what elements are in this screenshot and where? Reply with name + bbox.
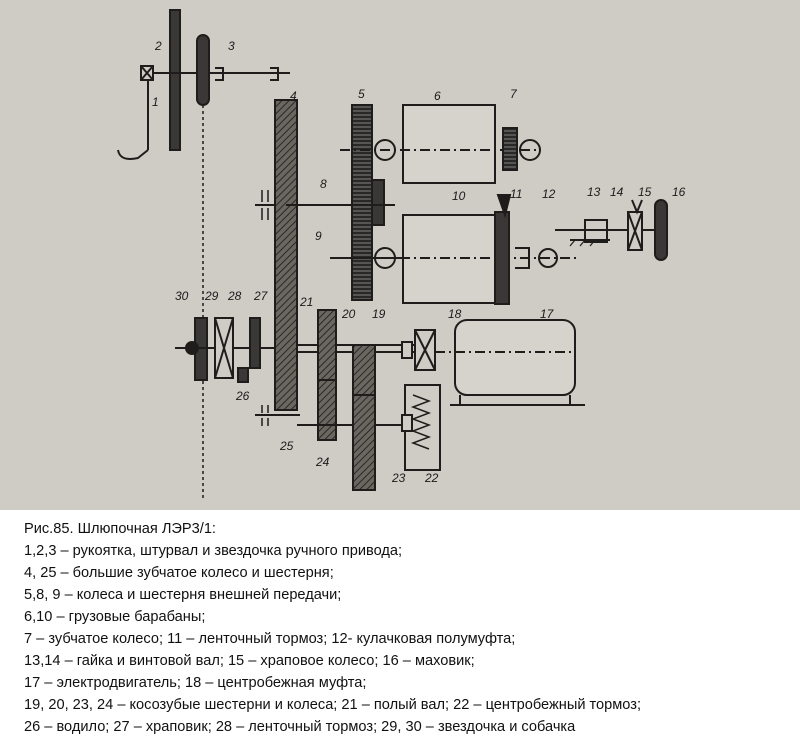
nut-13 bbox=[569, 219, 610, 247]
label-15: 15 bbox=[638, 185, 652, 199]
band-brake-11 bbox=[494, 194, 512, 305]
label-4: 4 bbox=[290, 89, 297, 103]
helical-gear-23 bbox=[352, 394, 376, 491]
label-12: 12 bbox=[542, 187, 556, 201]
label-5: 5 bbox=[358, 87, 365, 101]
caption-line: 19, 20, 23, 24 – косозубые шестерни и ко… bbox=[24, 697, 642, 713]
caption-line: 7 – зубчатое колесо; 11 – ленточный торм… bbox=[24, 631, 516, 647]
band-brake-28 bbox=[214, 317, 234, 379]
label-1: 1 bbox=[152, 95, 159, 109]
drum-10 bbox=[340, 214, 580, 304]
label-23: 23 bbox=[391, 471, 406, 485]
label-24: 24 bbox=[315, 455, 330, 469]
label-28: 28 bbox=[227, 289, 242, 303]
label-21: 21 bbox=[299, 295, 313, 309]
caption-line: 4, 25 – большие зубчатое колесо и шестер… bbox=[24, 565, 334, 581]
label-20: 20 bbox=[341, 307, 356, 321]
figure-caption: Рис.85. Шлюпочная ЛЭР3/1: 1,2,3 – рукоят… bbox=[24, 518, 794, 738]
caption-line: 13,14 – гайка и винтовой вал; 15 – храпо… bbox=[24, 653, 475, 669]
label-7: 7 bbox=[510, 87, 518, 101]
caption-line: 5,8, 9 – колеса и шестерня внешней перед… bbox=[24, 587, 342, 603]
electric-motor-17 bbox=[435, 319, 585, 406]
label-14: 14 bbox=[610, 185, 624, 199]
dog-clutch-12 bbox=[515, 247, 558, 269]
label-26: 26 bbox=[235, 389, 250, 403]
label-8: 8 bbox=[320, 177, 327, 191]
gear-7 bbox=[502, 127, 518, 171]
bearing-25 bbox=[255, 405, 300, 426]
label-22: 22 bbox=[424, 471, 439, 485]
gear-8 bbox=[297, 179, 395, 226]
handwheel-2 bbox=[153, 9, 290, 151]
label-17: 17 bbox=[540, 307, 555, 321]
label-10: 10 bbox=[452, 189, 466, 203]
caption-title: Рис.85. Шлюпочная ЛЭР3/1: bbox=[24, 521, 216, 537]
centrifugal-brake-22 bbox=[401, 384, 441, 471]
label-2: 2 bbox=[154, 39, 162, 53]
label-30: 30 bbox=[175, 289, 189, 303]
gear-5 bbox=[351, 104, 373, 301]
caption-line: 6,10 – грузовые барабаны; bbox=[24, 609, 206, 625]
caption-line: 1,2,3 – рукоятка, штурвал и звездочка ру… bbox=[24, 543, 403, 559]
label-6: 6 bbox=[434, 89, 441, 103]
ratchet-27 bbox=[249, 317, 261, 369]
label-16: 16 bbox=[672, 185, 686, 199]
helical-gear-20 bbox=[317, 309, 337, 381]
label-19: 19 bbox=[372, 307, 386, 321]
label-29: 29 bbox=[204, 289, 219, 303]
centrifugal-clutch-18 bbox=[401, 329, 436, 371]
helical-gear-19 bbox=[352, 344, 376, 396]
carrier-26 bbox=[237, 367, 249, 383]
caption-line: 17 – электродвигатель; 18 – центробежная… bbox=[24, 675, 367, 691]
flywheel-16 bbox=[654, 199, 668, 261]
label-11: 11 bbox=[510, 187, 522, 201]
label-9: 9 bbox=[315, 229, 322, 243]
label-25: 25 bbox=[279, 439, 294, 453]
part-labels: 1 2 3 4 5 6 7 8 9 10 11 12 13 14 15 16 1… bbox=[152, 39, 686, 485]
label-18: 18 bbox=[448, 307, 462, 321]
sprocket-3 bbox=[196, 34, 279, 500]
label-13: 13 bbox=[587, 185, 601, 199]
caption-line: 26 – водило; 27 – храповик; 28 – ленточн… bbox=[24, 719, 576, 735]
label-3: 3 bbox=[228, 39, 235, 53]
label-27: 27 bbox=[253, 289, 269, 303]
kinematic-diagram: 1 2 3 4 5 6 7 8 9 10 11 12 13 14 15 16 1… bbox=[0, 0, 800, 510]
crank-handle-1 bbox=[117, 65, 154, 160]
ratchet-wheel-15 bbox=[627, 199, 643, 251]
